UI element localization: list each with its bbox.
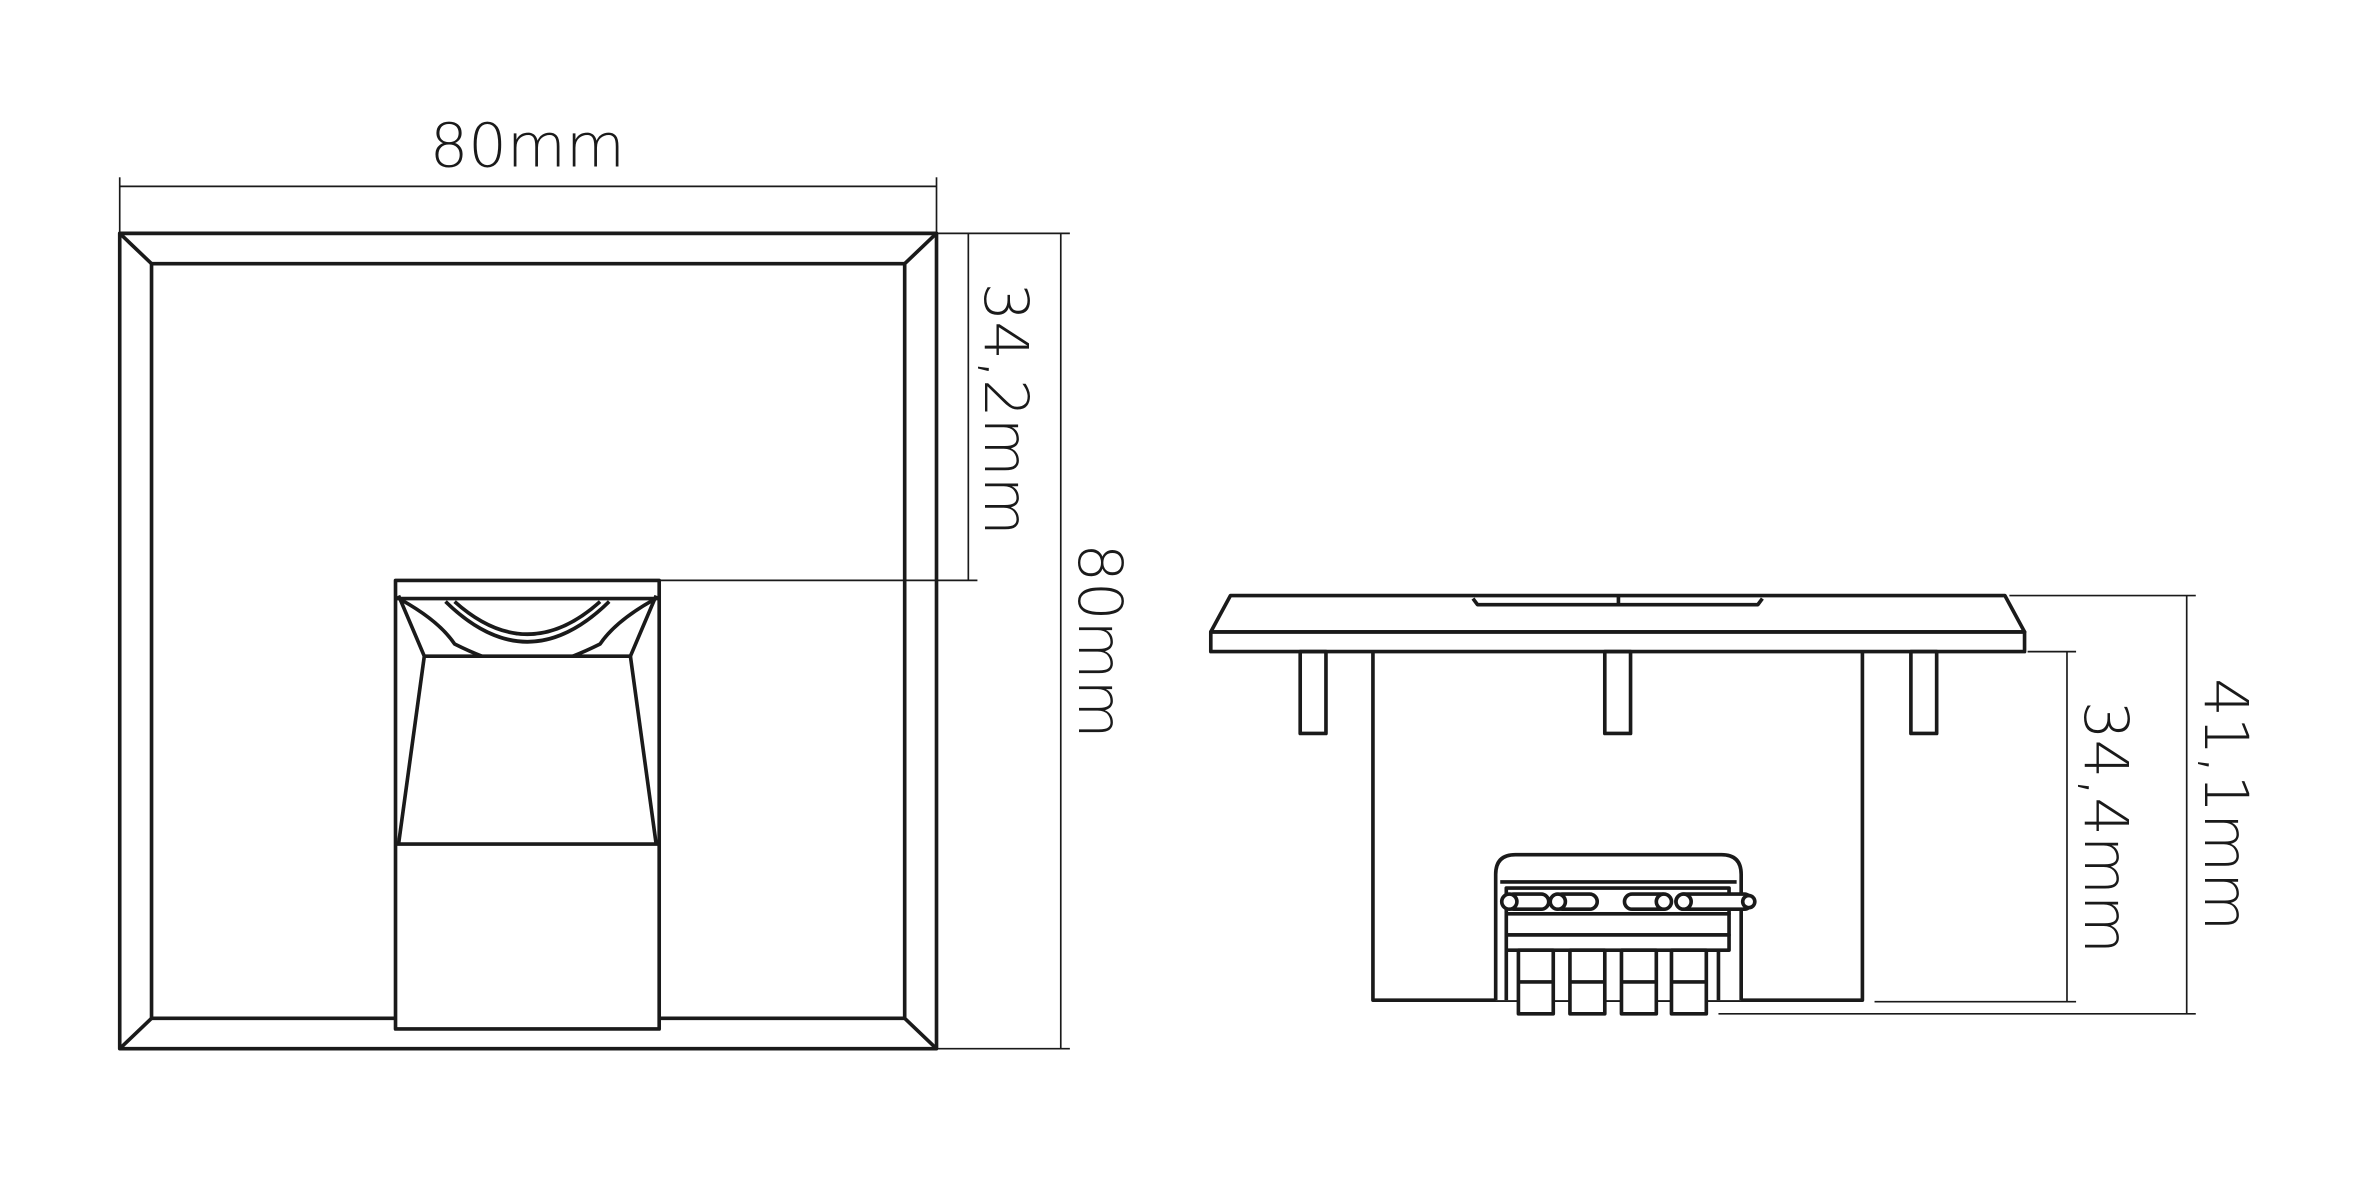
bevel-top-right — [903, 232, 938, 265]
jack-taper-left — [396, 655, 427, 845]
idc-tip-4 — [1740, 893, 1757, 910]
jack-taper-right — [628, 655, 658, 845]
jack-wing-left — [400, 598, 483, 658]
faceplate-outer — [117, 231, 939, 1051]
terminal-base — [1504, 911, 1731, 937]
front-view — [117, 231, 939, 1051]
mounting-pin-left — [1298, 649, 1328, 736]
jack-outline — [393, 578, 662, 1031]
bevel-bottom-right — [903, 1017, 938, 1050]
total-depth-dim-label: 41,1mm — [2190, 678, 2260, 931]
jack-wing-right — [572, 598, 655, 658]
width-dim-label: 80mm — [430, 112, 625, 182]
mounting-pin-right — [1909, 649, 1939, 736]
jack-latch-arc-inner — [453, 600, 602, 637]
jack-latch-arc-outer — [444, 600, 611, 644]
jack-module — [393, 578, 662, 1031]
terminal-clamp-strip — [1504, 933, 1731, 952]
front-dimensions — [118, 177, 1070, 1050]
idc-head-1 — [1499, 892, 1519, 912]
port-offset-dim-label: 34,2mm — [970, 283, 1040, 536]
idc-head-3 — [1654, 892, 1674, 912]
bevel-bottom-left — [118, 1017, 153, 1050]
side-dimensions — [1718, 594, 2196, 1015]
shutter-bump — [1471, 597, 1764, 607]
terminal-block — [1493, 852, 1757, 1016]
mounting-pin-center — [1602, 649, 1633, 736]
idc-head-2 — [1548, 892, 1568, 912]
height-dim-label: 80mm — [1064, 543, 1134, 738]
faceplate-base — [1208, 630, 2027, 654]
body-depth-dim-label: 34,4mm — [2070, 701, 2140, 954]
idc-head-4 — [1674, 892, 1693, 912]
jack-cavity — [396, 594, 658, 658]
bevel-top-left — [118, 232, 153, 265]
side-view — [1208, 593, 2027, 1016]
